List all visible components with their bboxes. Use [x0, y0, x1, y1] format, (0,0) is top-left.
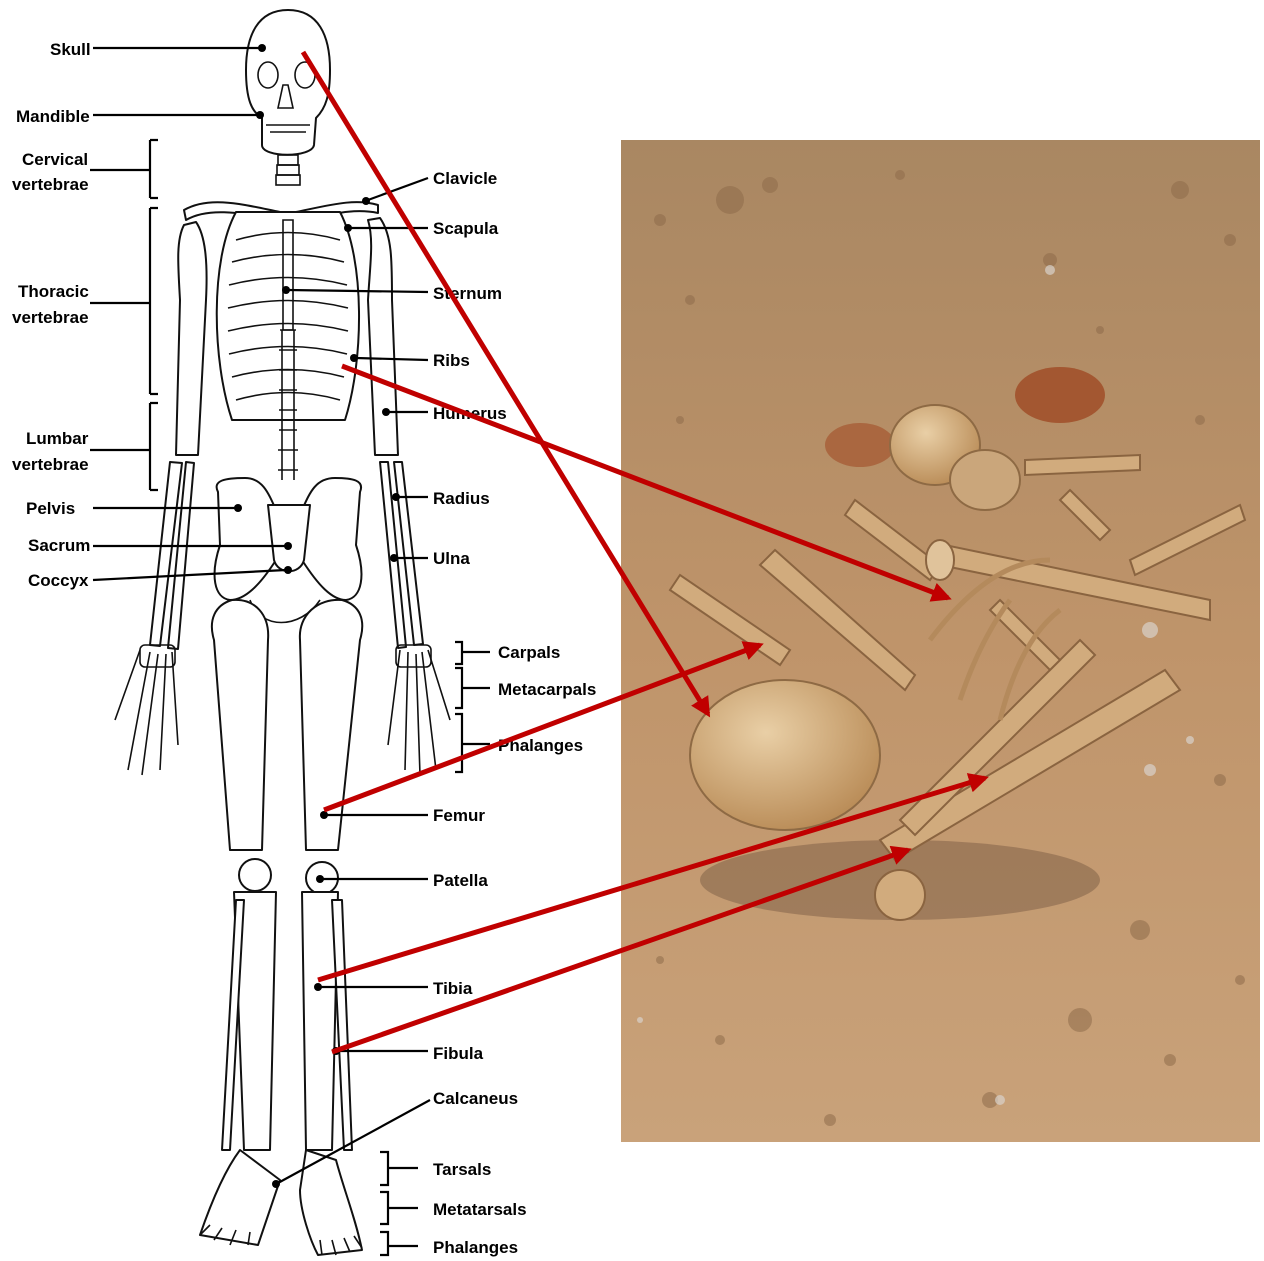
label-cervical-2: vertebrae: [12, 175, 89, 194]
label-cervical-1: Cervical: [22, 150, 88, 169]
label-metatarsals: Metatarsals: [433, 1200, 527, 1219]
label-ribs: Ribs: [433, 351, 470, 370]
label-patella: Patella: [433, 871, 488, 890]
label-coccyx: Coccyx: [28, 571, 89, 590]
label-skull: Skull: [50, 40, 91, 59]
dirt-mound: [825, 423, 895, 467]
label-metacarpals: Metacarpals: [498, 680, 596, 699]
label-calcaneus: Calcaneus: [433, 1089, 518, 1108]
label-thoracic-1: Thoracic: [18, 282, 89, 301]
label-scapula: Scapula: [433, 219, 499, 238]
label-ulna: Ulna: [433, 549, 470, 568]
label-sternum: Sternum: [433, 284, 502, 303]
label-fibula: Fibula: [433, 1044, 484, 1063]
label-tarsals: Tarsals: [433, 1160, 491, 1179]
label-sacrum: Sacrum: [28, 536, 90, 555]
label-thoracic-2: vertebrae: [12, 308, 89, 327]
label-pelvis: Pelvis: [26, 499, 75, 518]
label-lumbar-1: Lumbar: [26, 429, 89, 448]
label-radius: Radius: [433, 489, 490, 508]
skull-photo: [690, 680, 880, 830]
label-clavicle: Clavicle: [433, 169, 497, 188]
label-tibia: Tibia: [433, 979, 473, 998]
label-carpals: Carpals: [498, 643, 560, 662]
label-femur: Femur: [433, 806, 485, 825]
label-mandible: Mandible: [16, 107, 90, 126]
label-phalanges-foot: Phalanges: [433, 1238, 518, 1257]
excavation-photo: [621, 140, 1260, 1142]
dirt-mound: [1015, 367, 1105, 423]
label-lumbar-2: vertebrae: [12, 455, 89, 474]
skeleton-drawing: [115, 10, 450, 1255]
